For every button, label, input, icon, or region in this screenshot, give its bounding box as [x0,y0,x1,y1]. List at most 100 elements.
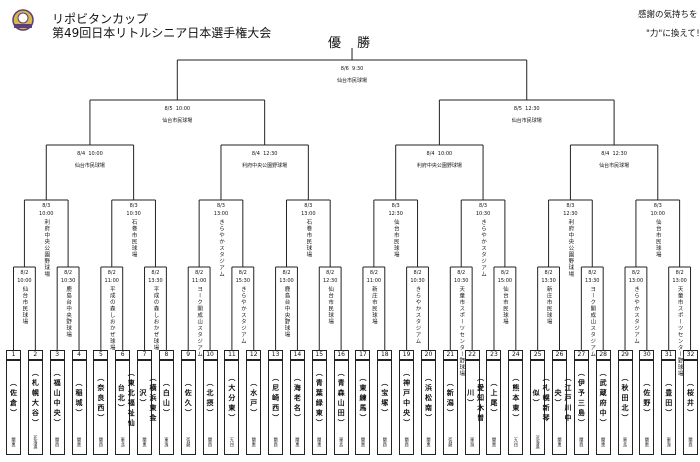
team-entry: 17（東練馬）（関東） [355,350,371,455]
team-entry: 16（青森山田）（東北） [333,350,349,455]
match-time: 10:00 [88,151,103,157]
match-venue: ヨーク開成山スタジアム [196,286,203,358]
match-datetime: 8/4 12:30 [601,151,627,157]
team-entry: 32（桜井）（関西） [683,350,699,455]
team-name: （新潟） [446,379,455,419]
team-entry: 15（青葉緑東）（関東） [311,350,327,455]
team-number: 23 [487,351,501,361]
team-entry: 12（水戸）（関東） [246,350,262,455]
match-date: 8/2 [544,270,553,276]
team-region: （関東） [317,434,323,450]
team-number: 19 [400,351,414,361]
match-time: 12:30 [263,151,278,157]
match-date: 8/2 [282,270,291,276]
match-time: 12:30 [322,278,338,284]
match-date: 8/4 [77,151,86,157]
match-date: 8/2 [20,270,29,276]
team-name: （桜井） [686,379,695,419]
match-date: 8/2 [151,270,160,276]
team-name: （札幌大谷） [31,369,40,429]
team-region: （信越） [186,434,192,450]
match-time: 15:00 [497,278,513,284]
team-number: 1 [7,351,20,361]
match-venue: ヨーク開成山スタジアム [589,286,596,358]
match-date: 8/3 [479,203,488,209]
team-region: （関東） [11,434,17,450]
team-number: 16 [334,351,348,361]
team-region: （関西） [98,434,104,450]
team-entry: 13（尼崎西）（関西） [268,350,284,455]
team-name: （札幌新琴似） [532,374,551,424]
match-datetime: 8/5 12:30 [514,106,540,112]
match-datetime: 8/4 10:00 [427,151,453,157]
match-venue: 石巻市民球場 [305,219,312,258]
team-region: （関東） [491,434,497,450]
team-number: 8 [159,351,173,361]
match-time: 12:30 [563,211,578,217]
team-region: （関東） [251,434,257,450]
match-date: 8/4 [601,151,610,157]
match-date: 8/2 [195,270,204,276]
match-time: 13:30 [541,278,556,284]
team-name: （武蔵府中） [599,369,608,429]
match-time: 9:30 [352,66,364,72]
match-time: 12:30 [525,106,540,112]
team-name: （佐倉） [9,379,18,419]
team-entry: 11（大分東）（九州） [224,350,240,455]
team-number: 24 [509,351,523,361]
match-date: 8/2 [413,270,422,276]
match-date: 8/3 [42,203,51,209]
team-entry: 22（愛知木曽川）（東海） [464,350,485,455]
team-entry: 1 （佐倉） （関東） [6,350,21,455]
match-time: 10:30 [126,211,141,217]
slogan-line2: "力"に換えて！ [646,29,700,39]
team-entry: 23（上尾）（関東） [486,350,502,455]
team-name: （青葉緑東） [315,369,324,429]
team-region: （関西） [579,434,585,450]
team-name: （稲城） [75,379,84,419]
team-name: （熊本東） [511,374,520,424]
team-number: 2 [28,351,42,361]
team-name: （神戸中央） [402,369,411,429]
team-number: 28 [596,351,610,361]
team-number: 7 [138,351,152,361]
match-time: 13:00 [279,278,294,284]
team-number: 10 [203,351,217,361]
team-region: （関東） [360,434,366,450]
champion-label: 優 勝 [328,36,377,51]
match-time: 10:00 [175,106,191,112]
team-number: 3 [50,351,64,361]
match-venue: 鹿島台中央野球場 [283,286,290,338]
match-time: 12:30 [388,211,403,217]
team-name: （青森山田） [337,369,346,429]
match-date: 8/4 [426,151,435,157]
team-region: （関西） [688,434,694,450]
team-entry: 21（新潟）（信越） [442,350,458,455]
team-name: （奈良西） [96,374,105,424]
team-number: 9 [181,351,195,361]
match-venue: 利府中央公園野球場 [416,163,462,169]
match-time: 12:30 [612,151,627,157]
team-number: 21 [443,351,457,361]
team-name: （白山） [162,379,171,419]
team-name: （海老名） [293,374,302,424]
team-entry: 14（海老名）（関東） [289,350,305,455]
league-emblem-logo [12,9,34,31]
match-datetime: 8/4 12:30 [252,151,278,157]
page-title: 第49回日本リトルシニア日本選手権大会 [52,26,272,40]
match-date: 8/2 [64,270,73,276]
team-entry: 25（札幌新琴似）（北海道） [530,350,550,455]
match-date: 8/3 [304,203,313,209]
team-entry: 30（佐野）（関東） [639,350,655,455]
match-date: 8/2 [500,270,509,276]
team-name: （大分東） [227,374,236,424]
title-sponsor: リポビタンカップ [52,12,149,26]
match-venue: 仙台市民球場 [327,286,334,325]
team-number: 30 [640,351,654,361]
match-venue: 仙台市民球場 [501,286,508,325]
team-region: （東海） [164,434,170,450]
team-entry: 10（北摂）（関西） [202,350,218,455]
team-number: 22 [465,351,479,361]
team-region: （関東） [601,434,607,450]
team-region: （関東） [77,434,83,450]
